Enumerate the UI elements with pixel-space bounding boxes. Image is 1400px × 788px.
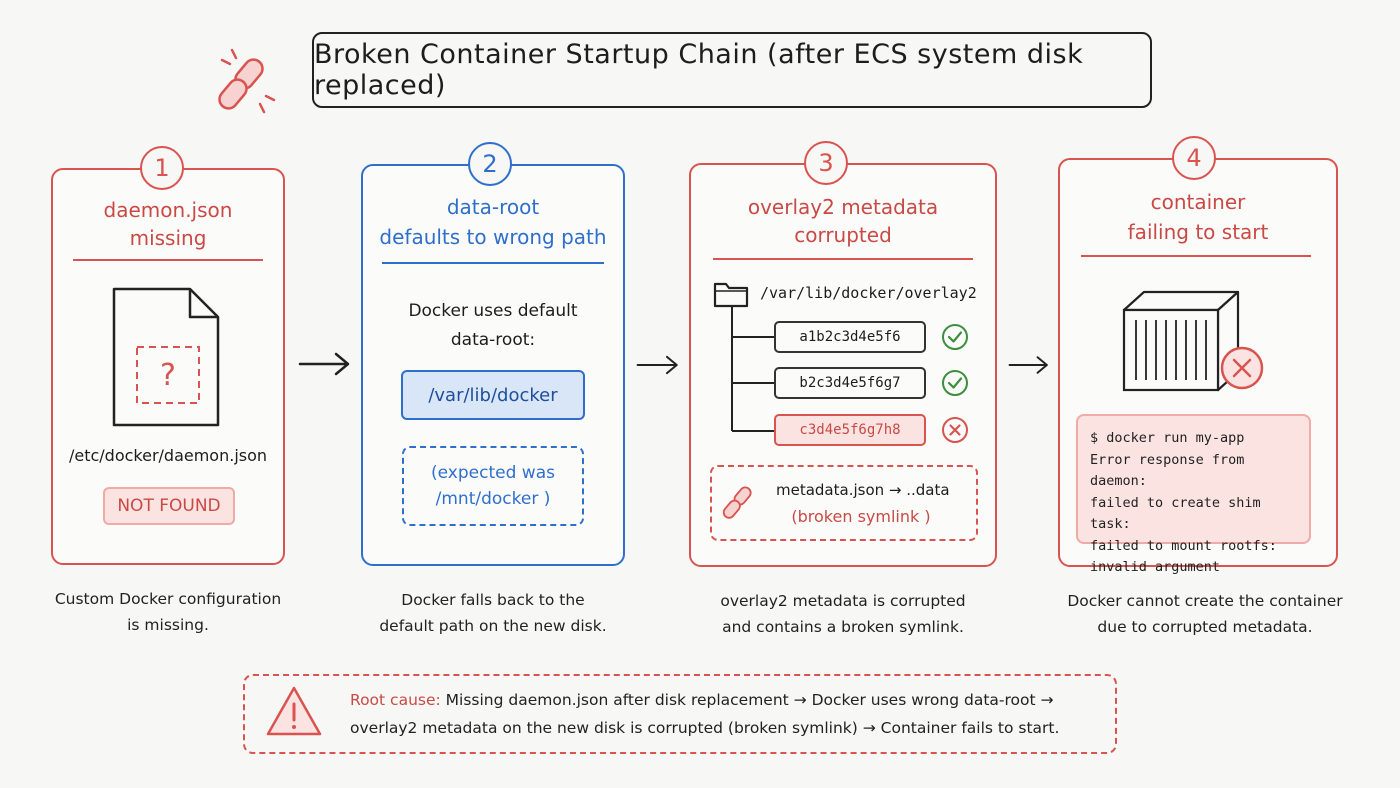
question-mark: ?	[160, 358, 176, 393]
panel-1-caption-line2: is missing.	[127, 616, 209, 634]
panel-4-caption-line1: Docker cannot create the container	[1067, 592, 1343, 610]
step-badge-4: 4	[1172, 136, 1216, 180]
overlay-layer-hash-corrupted: c3d4e5f6g7h8	[774, 414, 926, 446]
root-cause-box	[243, 674, 1117, 754]
panel-4-title-line2: failing to start	[1127, 220, 1269, 244]
check-icon	[942, 370, 968, 396]
panel-2-body-line1: Docker uses default	[408, 301, 578, 321]
terminal-line: invalid argument	[1090, 559, 1221, 575]
terminal-line: failed to create shim task:	[1090, 494, 1261, 533]
root-cause-text: Root cause: Missing daemon.json after di…	[350, 686, 1110, 742]
expected-line2: /mnt/docker )	[435, 489, 551, 509]
panel-2-caption-line1: Docker falls back to the	[401, 591, 585, 609]
diagram-title: Broken Container Startup Chain (after EC…	[312, 32, 1152, 108]
panel-1-caption-line1: Custom Docker configuration	[54, 590, 282, 608]
panel-2-body-line2: data-root:	[450, 330, 536, 350]
panel-4-caption-line2: due to corrupted metadata.	[1097, 618, 1313, 636]
panel-3-caption-line2: and contains a broken symlink.	[722, 618, 964, 636]
panel-3-title-line1: overlay2 metadata	[747, 195, 939, 219]
expected-path-box: (expected was /mnt/docker )	[402, 446, 584, 526]
overlay-layer-hash: a1b2c3d4e5f6	[774, 321, 926, 353]
docker-error-terminal: $ docker run my-app Error response from …	[1076, 414, 1311, 575]
terminal-line: Error response from daemon:	[1090, 451, 1245, 490]
terminal-line: $ docker run my-app	[1090, 430, 1245, 446]
step-badge-1: 1	[140, 146, 184, 190]
root-cause-line2: overlay2 metadata on the new disk is cor…	[350, 719, 1060, 737]
not-found-badge: NOT FOUND	[103, 487, 235, 525]
arrow-right-icon	[636, 355, 678, 375]
default-data-root-path: /var/lib/docker	[401, 370, 585, 420]
arrow-right-icon	[298, 352, 350, 376]
x-icon	[942, 417, 968, 443]
root-cause-line1: Root cause: Missing daemon.json after di…	[350, 686, 1110, 714]
check-icon	[942, 324, 968, 350]
panel-2-title-line1: data-root	[446, 195, 540, 219]
overlay2-folder-path: /var/lib/docker/overlay2	[760, 284, 977, 302]
arrow-right-icon	[1008, 356, 1048, 374]
terminal-line: failed to mount rootfs:	[1090, 537, 1277, 554]
step-badge-3: 3	[804, 141, 848, 185]
panel-data-root	[361, 164, 625, 566]
panel-3-divider	[713, 258, 973, 260]
step-badge-2: 2	[468, 142, 512, 186]
panel-4-title-line1: container	[1150, 190, 1246, 214]
panel-1-divider	[73, 259, 263, 261]
symlink-line1: metadata.json → ..data	[776, 481, 950, 499]
expected-line1: (expected was	[431, 463, 555, 483]
panel-4-divider	[1081, 255, 1311, 257]
file-icon	[112, 287, 220, 427]
panel-3-caption-line1: overlay2 metadata is corrupted	[720, 592, 966, 610]
panel-1-title-line1: daemon.json	[103, 198, 233, 222]
root-cause-label: Root cause:	[350, 691, 441, 709]
daemon-json-path: /etc/docker/daemon.json	[68, 446, 268, 465]
warning-icon	[266, 686, 322, 736]
root-cause-line1-text: Missing daemon.json after disk replaceme…	[445, 691, 1054, 709]
broken-chain-icon	[218, 48, 276, 114]
symlink-line2: (broken symlink )	[791, 507, 931, 526]
panel-3-title-line2: corrupted	[794, 223, 892, 247]
folder-icon	[713, 282, 749, 308]
tree-lines	[731, 305, 774, 432]
broken-chain-icon	[722, 486, 752, 519]
container-icon	[1122, 290, 1264, 392]
broken-symlink-box	[710, 465, 978, 541]
panel-2-title-line2: defaults to wrong path	[379, 225, 607, 249]
panel-2-divider	[382, 262, 604, 264]
overlay-layer-hash: b2c3d4e5f6g7	[774, 367, 926, 399]
panel-1-title-line2: missing	[129, 226, 207, 250]
panel-2-caption-line2: default path on the new disk.	[379, 617, 607, 635]
